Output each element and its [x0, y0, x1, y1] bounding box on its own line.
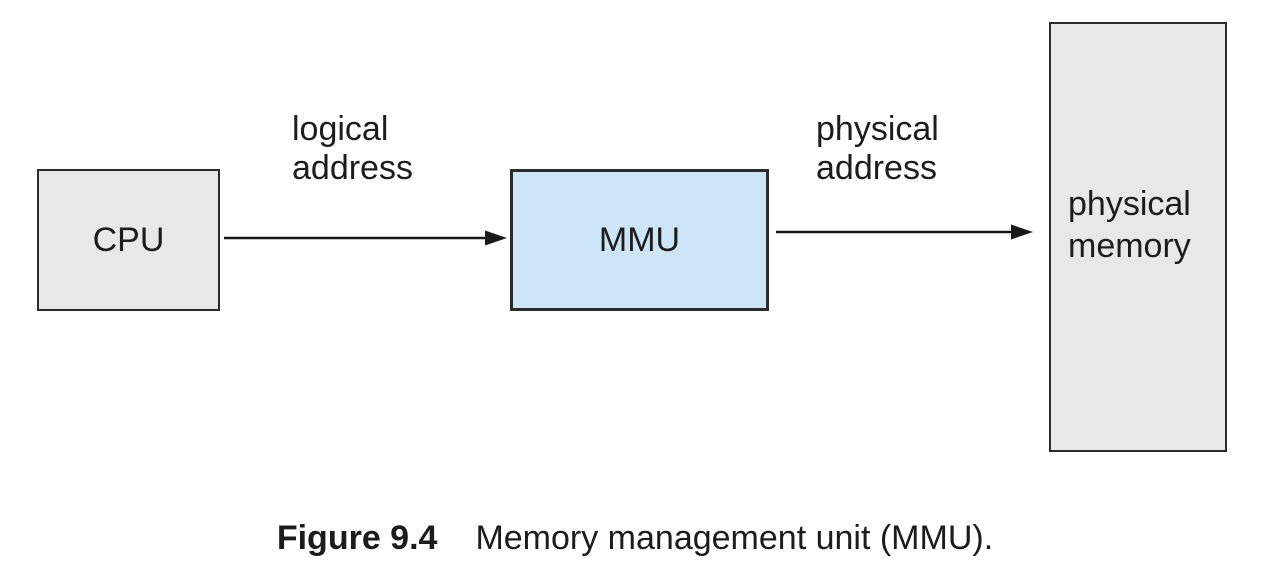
mmu-to-physical-memory-arrow — [776, 224, 1033, 240]
mmu-box: MMU — [510, 169, 769, 311]
logical-address-label-line1: logical — [292, 110, 389, 148]
physical-address-label-line2: address — [816, 149, 937, 187]
figure-caption-text: Memory management unit (MMU). — [475, 519, 994, 557]
physical-memory-box: physical memory — [1049, 22, 1227, 452]
logical-address-label: logical address — [292, 110, 413, 188]
logical-address-label-line2: address — [292, 149, 413, 187]
physical-address-label: physical address — [816, 110, 939, 188]
physical-memory-label: physical memory — [1068, 184, 1191, 266]
figure-caption: Figure 9.4 Memory management unit (MMU). — [0, 518, 1270, 559]
figure-caption-number: Figure 9.4 — [276, 519, 438, 557]
mmu-label: MMU — [598, 220, 681, 259]
physical-address-label-line1: physical — [816, 110, 939, 148]
cpu-label: CPU — [92, 220, 165, 259]
cpu-to-mmu-arrow — [224, 230, 507, 246]
cpu-box: CPU — [37, 169, 220, 311]
